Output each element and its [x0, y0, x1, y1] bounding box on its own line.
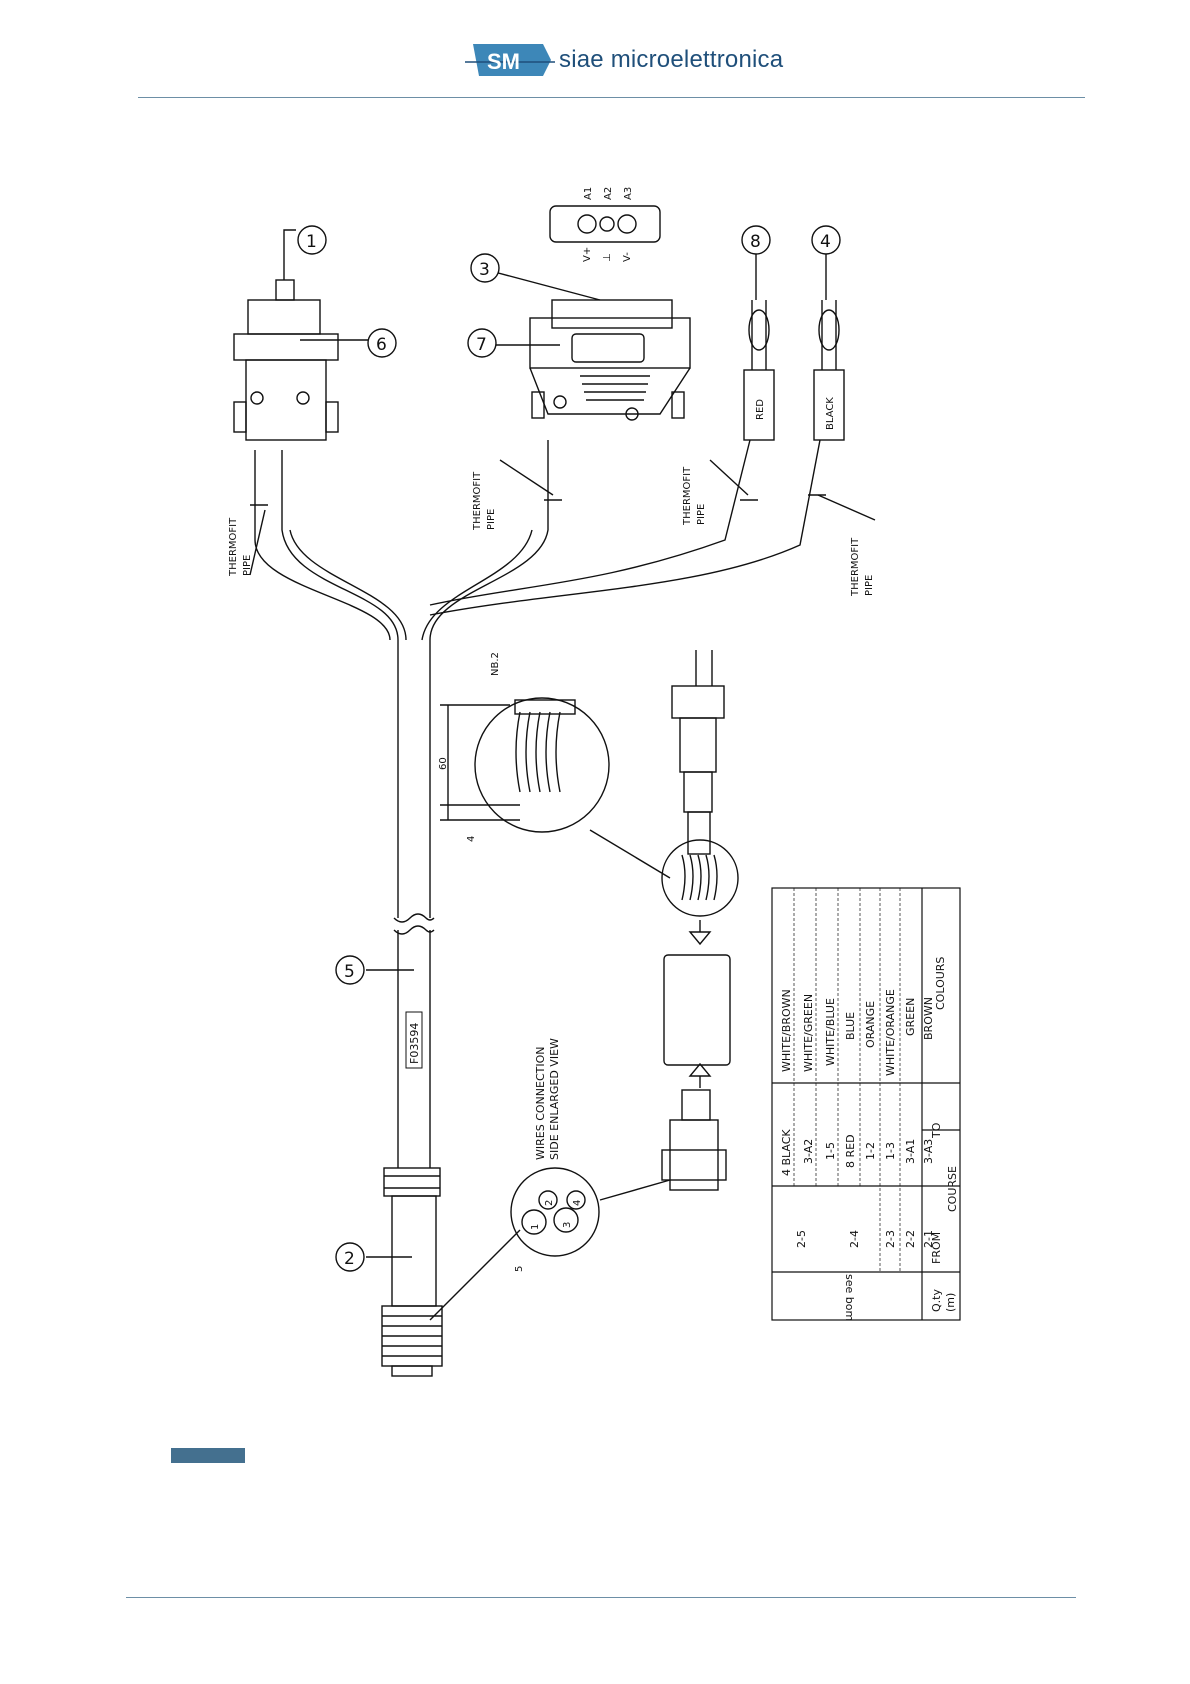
table-colours-header: COLOURS [934, 957, 947, 1010]
callout-1 [297, 225, 327, 255]
table-row-2-to: 3-A2 [802, 1139, 815, 1164]
table-row-8-from: 2-1 [922, 1230, 935, 1248]
dimension-4: 4 [466, 836, 477, 842]
pin-a2-label: A2 [603, 187, 614, 200]
table-row-4-from: 2-4 [848, 1230, 861, 1248]
callout-3-label: 3 [479, 260, 490, 280]
table-row-4-colour: BLUE [844, 1012, 857, 1040]
table-qty-value: see bom [843, 1274, 856, 1321]
cable-code-box [405, 1011, 423, 1069]
header-divider [138, 97, 1085, 98]
table-row-3-colour: WHITE/BLUE [824, 998, 837, 1066]
table-row-6-from: 2-3 [884, 1230, 897, 1248]
thermofit-label-2b: PIPE [486, 509, 497, 530]
callout-6 [367, 328, 397, 358]
table-row-6-to: 1-3 [884, 1142, 897, 1160]
callout-3 [470, 253, 500, 283]
plug-black-label: BLACK [825, 397, 836, 430]
pin-number-5: 5 [514, 1266, 525, 1272]
table-row-3-to: 1-5 [824, 1142, 837, 1160]
table-qty-header-1: Q.ty [930, 1289, 943, 1312]
pin-a1-label: A1 [583, 187, 594, 200]
table-row-5-colour: ORANGE [864, 1001, 877, 1048]
wiring-table-grid [771, 887, 961, 1321]
table-row-7-from: 2-2 [904, 1230, 917, 1248]
dimension-60: 60 [438, 757, 449, 770]
wires-view-title-2: SIDE ENLARGED VIEW [548, 1038, 561, 1160]
table-row-8-colour: BROWN [922, 997, 935, 1040]
polarity-ground-label: ⊥ [602, 253, 613, 262]
section-tab-marker [171, 1448, 245, 1463]
table-row-1-from: 2-5 [795, 1230, 808, 1248]
callout-7 [467, 328, 497, 358]
thermofit-label-1b: PIPE [242, 555, 253, 576]
table-row-6-colour: WHITE/ORANGE [884, 989, 897, 1076]
table-row-7-to: 3-A1 [904, 1139, 917, 1164]
pin-number-4: 4 [572, 1200, 583, 1206]
detail-note: NB.2 [490, 652, 501, 676]
thermofit-label-2a: THERMOFIT [472, 471, 483, 531]
table-qty-header-2: (m) [944, 1293, 957, 1312]
polarity-minus-label: V- [622, 252, 633, 262]
callout-7-label: 7 [476, 335, 487, 355]
pin-number-2: 2 [544, 1200, 555, 1206]
table-row-1-colour: WHITE/BROWN [780, 989, 793, 1072]
thermofit-label-4b: PIPE [864, 575, 875, 596]
table-row-4-to: 8 RED [844, 1134, 857, 1168]
callout-2-label: 2 [344, 1249, 355, 1269]
table-to-header: TO [930, 1122, 943, 1139]
table-course-header: COURSE [946, 1166, 959, 1212]
page-header: SM siae microelettronica [0, 0, 1190, 100]
pin-a3-label: A3 [623, 187, 634, 200]
callout-5-label: 5 [344, 962, 355, 982]
table-row-5-to: 1-2 [864, 1142, 877, 1160]
cable-code: F03594 [408, 1023, 421, 1064]
callout-6-label: 6 [376, 335, 387, 355]
logo-mark-text: SM [487, 49, 520, 74]
callout-8 [741, 225, 771, 255]
footer-divider [126, 1597, 1076, 1598]
polarity-plus-label: V+ [582, 247, 593, 262]
wires-view-title-1: WIRES CONNECTION [534, 1047, 547, 1160]
thermofit-label-4a: THERMOFIT [850, 537, 861, 597]
pin-number-3: 3 [562, 1222, 573, 1228]
callout-8-label: 8 [750, 232, 761, 252]
callout-4-label: 4 [820, 232, 831, 252]
thermofit-label-3b: PIPE [696, 504, 707, 525]
thermofit-label-3a: THERMOFIT [682, 466, 693, 526]
table-row-2-colour: WHITE/GREEN [802, 994, 815, 1072]
callout-5 [335, 955, 365, 985]
callout-2 [335, 1242, 365, 1272]
table-from-header: FROM [930, 1232, 943, 1264]
callout-4 [811, 225, 841, 255]
plug-red-label: RED [755, 399, 766, 420]
table-row-7-colour: GREEN [904, 998, 917, 1036]
table-row-8-to: 3-A3 [922, 1139, 935, 1164]
brand-name: siae microelettronica [559, 46, 784, 73]
pin-number-1: 1 [530, 1224, 541, 1230]
siae-logo: SM siae microelettronica [465, 42, 783, 78]
table-row-1-to: 4 BLACK [780, 1129, 793, 1176]
callout-1-label: 1 [306, 232, 317, 252]
thermofit-label-1a: THERMOFIT [228, 517, 239, 577]
logo-mark: SM [465, 42, 555, 78]
